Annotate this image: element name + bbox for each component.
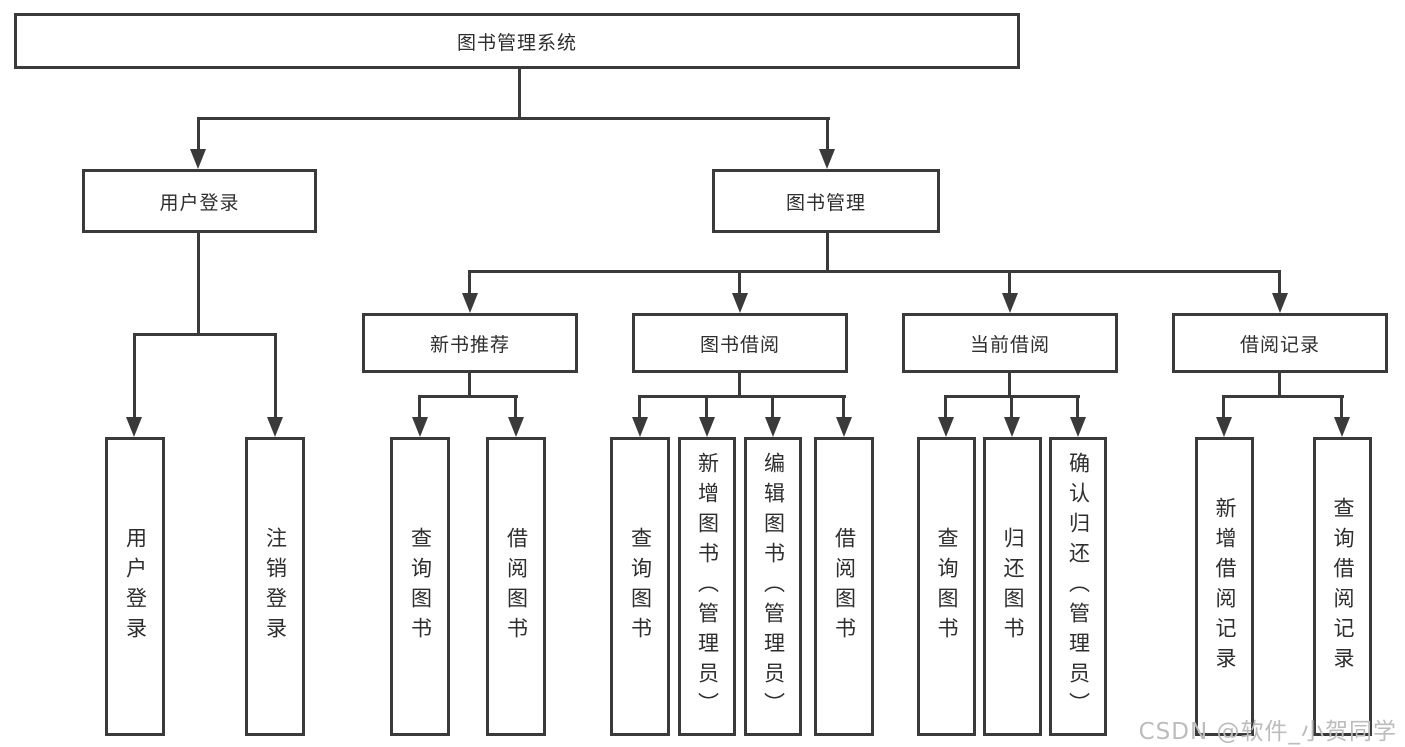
connector-line xyxy=(842,395,845,418)
leaf-confirm-return-admin: 确认归还（管理员） xyxy=(1049,437,1107,736)
connector-arrowhead xyxy=(1272,293,1288,313)
node-root: 图书管理系统 xyxy=(14,13,1020,69)
connector-line xyxy=(1278,373,1281,398)
node-book-management: 图书管理 xyxy=(712,169,940,233)
connector-line xyxy=(518,69,521,119)
leaf-add-book-admin: 新增图书（管理员） xyxy=(678,437,736,736)
connector-arrowhead xyxy=(508,417,524,437)
connector-arrowhead xyxy=(699,417,715,437)
leaf-logout: 注销登录 xyxy=(245,437,305,736)
connector-line xyxy=(197,117,200,149)
connector-line xyxy=(738,270,741,294)
connector-line xyxy=(1076,395,1079,418)
connector-line xyxy=(197,233,200,336)
connector-arrowhead xyxy=(1002,293,1018,313)
connector-arrowhead xyxy=(632,417,648,437)
connector-arrowhead xyxy=(267,417,283,437)
connector-line xyxy=(468,373,471,398)
connector-arrowhead xyxy=(462,293,478,313)
connector-arrowhead xyxy=(819,149,835,169)
connector-arrowhead xyxy=(836,417,852,437)
connector-line xyxy=(1278,270,1281,294)
leaf-add-borrow-record: 新增借阅记录 xyxy=(1195,437,1254,736)
connector-line xyxy=(1340,395,1343,418)
connector-line xyxy=(826,117,829,149)
leaf-edit-book-admin: 编辑图书（管理员） xyxy=(744,437,802,736)
node-new-book-recommendation: 新书推荐 xyxy=(362,313,578,373)
connector-line xyxy=(418,395,421,418)
connector-line xyxy=(1222,395,1225,418)
connector-line xyxy=(771,395,774,418)
watermark: CSDN @软件_小贺同学 xyxy=(1138,719,1397,745)
leaf-query-books-recommend: 查询图书 xyxy=(390,437,450,736)
leaf-query-borrow-record: 查询借阅记录 xyxy=(1313,437,1372,736)
connector-arrowhead xyxy=(1004,417,1020,437)
connector-line xyxy=(944,395,947,418)
connector-line xyxy=(274,333,277,417)
connector-line xyxy=(826,233,829,273)
connector-line xyxy=(197,117,830,120)
connector-line xyxy=(468,270,471,294)
connector-arrowhead xyxy=(938,417,954,437)
node-borrowing-records: 借阅记录 xyxy=(1172,313,1388,373)
connector-line xyxy=(418,395,518,398)
connector-line xyxy=(133,333,136,417)
connector-arrowhead xyxy=(765,417,781,437)
leaf-borrow-books-borrow: 借阅图书 xyxy=(814,437,874,736)
leaf-user-login: 用户登录 xyxy=(105,437,165,736)
connector-line xyxy=(1008,373,1011,398)
connector-line xyxy=(705,395,708,418)
node-book-borrowing: 图书借阅 xyxy=(632,313,848,373)
leaf-return-book: 归还图书 xyxy=(983,437,1042,736)
connector-line xyxy=(638,395,641,418)
connector-line xyxy=(1222,395,1344,398)
connector-line xyxy=(514,395,517,418)
connector-line xyxy=(1008,270,1011,294)
connector-arrowhead xyxy=(1070,417,1086,437)
node-user-login: 用户登录 xyxy=(82,169,317,233)
node-current-borrowing: 当前借阅 xyxy=(902,313,1118,373)
connector-arrowhead xyxy=(732,293,748,313)
connector-line xyxy=(468,270,1281,273)
leaf-query-books-borrow: 查询图书 xyxy=(610,437,670,736)
connector-arrowhead xyxy=(190,149,206,169)
connector-arrowhead xyxy=(1334,417,1350,437)
connector-line xyxy=(738,373,741,398)
connector-arrowhead xyxy=(126,417,142,437)
connector-line xyxy=(133,333,277,336)
connector-arrowhead xyxy=(412,417,428,437)
leaf-query-books-current: 查询图书 xyxy=(917,437,976,736)
connector-line xyxy=(1010,395,1013,418)
connector-arrowhead xyxy=(1216,417,1232,437)
connector-line xyxy=(638,395,846,398)
leaf-borrow-books-recommend: 借阅图书 xyxy=(486,437,546,736)
